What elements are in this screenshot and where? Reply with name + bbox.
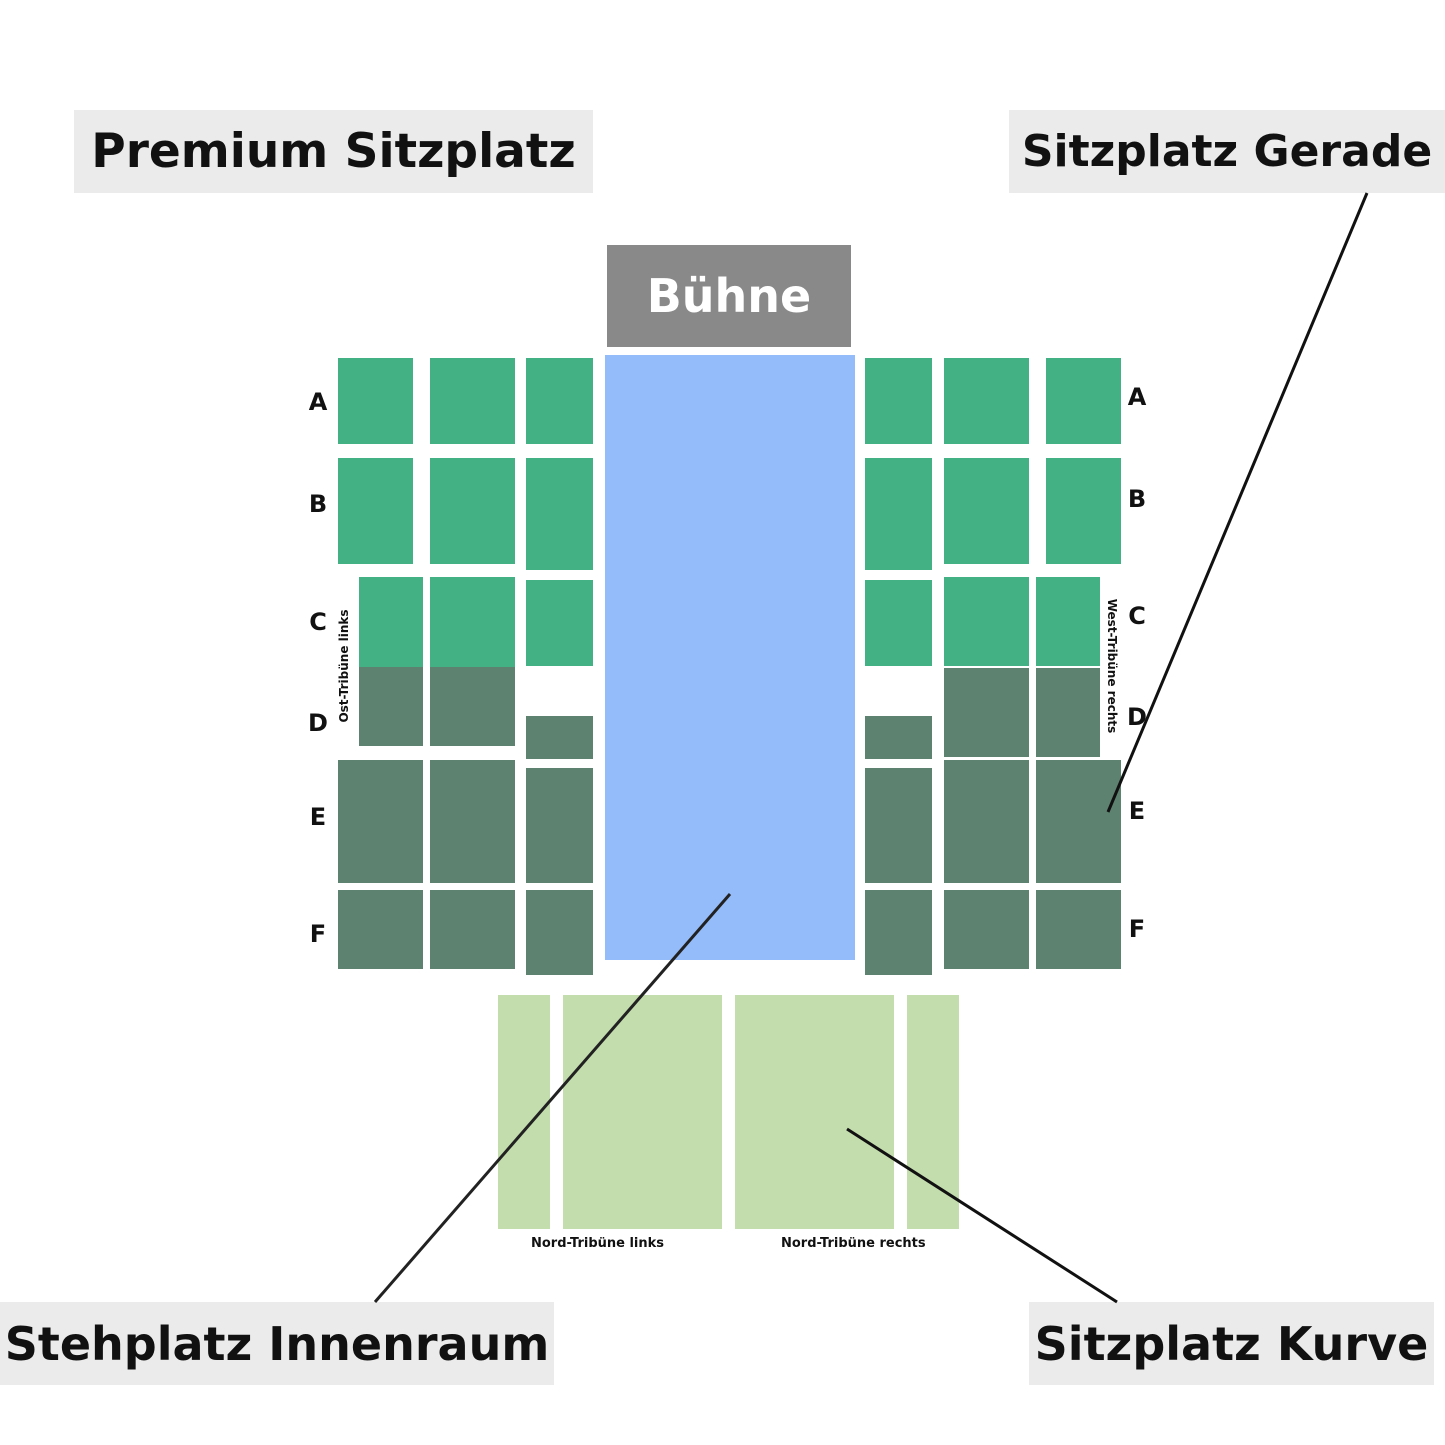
seat-block-left-b2[interactable]	[430, 458, 515, 564]
seat-block-left-c2[interactable]	[430, 577, 515, 667]
seat-block-right-f1[interactable]	[865, 890, 932, 975]
label-premium-sitzplatz: Premium Sitzplatz	[74, 110, 593, 193]
seat-block-left-c1[interactable]	[359, 577, 423, 667]
row-label-left-e: E	[309, 803, 327, 831]
section-stehplatz-innenraum[interactable]	[605, 355, 855, 960]
seat-block-nord-3[interactable]	[735, 995, 894, 1229]
seat-block-left-f1[interactable]	[338, 890, 423, 969]
seat-block-left-a1[interactable]	[338, 358, 413, 444]
seat-block-nord-2[interactable]	[563, 995, 722, 1229]
row-label-right-b: B	[1127, 485, 1147, 513]
seat-block-nord-1[interactable]	[498, 995, 550, 1229]
seat-block-right-e2[interactable]	[944, 760, 1029, 883]
seat-block-left-f2[interactable]	[430, 890, 515, 969]
row-label-right-c: C	[1128, 602, 1146, 630]
seat-block-left-f3[interactable]	[526, 890, 593, 975]
row-label-right-e: E	[1128, 797, 1146, 825]
tribune-label-nord-rechts: Nord-Tribüne rechts	[781, 1236, 926, 1251]
seat-block-right-f2[interactable]	[944, 890, 1029, 969]
row-label-right-a: A	[1127, 383, 1147, 411]
label-sitzplatz-gerade: Sitzplatz Gerade	[1009, 110, 1445, 193]
seat-block-left-d2[interactable]	[430, 667, 515, 746]
seat-block-left-c3[interactable]	[526, 580, 593, 666]
tribune-label-ost: Ost-Tribüne links	[337, 609, 351, 723]
tribune-label-west: West-Tribüne rechts	[1105, 598, 1119, 734]
seat-block-right-a3[interactable]	[1046, 358, 1121, 444]
seat-block-left-b1[interactable]	[338, 458, 413, 564]
row-label-left-f: F	[309, 920, 327, 948]
seat-block-right-b2[interactable]	[944, 458, 1029, 564]
seat-block-left-e2[interactable]	[430, 760, 515, 883]
seat-block-right-c3[interactable]	[1036, 577, 1100, 666]
seat-block-left-d1[interactable]	[359, 667, 423, 746]
seat-block-right-a1[interactable]	[865, 358, 932, 444]
seat-block-right-d1[interactable]	[865, 716, 932, 759]
seat-block-left-a2[interactable]	[430, 358, 515, 444]
stage: Bühne	[607, 245, 851, 347]
seat-block-left-a3[interactable]	[526, 358, 593, 444]
label-sitzplatz-kurve: Sitzplatz Kurve	[1029, 1302, 1434, 1385]
seat-block-left-e3[interactable]	[526, 768, 593, 883]
seat-block-right-d2[interactable]	[944, 668, 1029, 757]
seat-block-right-b1[interactable]	[865, 458, 932, 570]
seat-block-left-e1[interactable]	[338, 760, 423, 883]
label-stehplatz-innenraum: Stehplatz Innenraum	[0, 1302, 554, 1385]
row-label-left-c: C	[309, 608, 327, 636]
seat-block-right-b3[interactable]	[1046, 458, 1121, 564]
seat-block-right-c1[interactable]	[865, 580, 932, 666]
row-label-left-b: B	[308, 490, 328, 518]
row-label-right-d: D	[1127, 703, 1147, 731]
seat-block-right-e3[interactable]	[1036, 760, 1121, 883]
seat-block-right-f3[interactable]	[1036, 890, 1121, 969]
seat-block-right-c2[interactable]	[944, 577, 1029, 666]
seat-block-left-d3[interactable]	[526, 716, 593, 759]
seat-block-right-a2[interactable]	[944, 358, 1029, 444]
seat-block-right-d3[interactable]	[1036, 668, 1100, 757]
row-label-right-f: F	[1128, 915, 1146, 943]
row-label-left-a: A	[308, 388, 328, 416]
seat-block-nord-4[interactable]	[907, 995, 959, 1229]
row-label-left-d: D	[308, 709, 328, 737]
tribune-label-nord-links: Nord-Tribüne links	[531, 1236, 665, 1251]
seat-block-left-b3[interactable]	[526, 458, 593, 570]
seat-block-right-e1[interactable]	[865, 768, 932, 883]
